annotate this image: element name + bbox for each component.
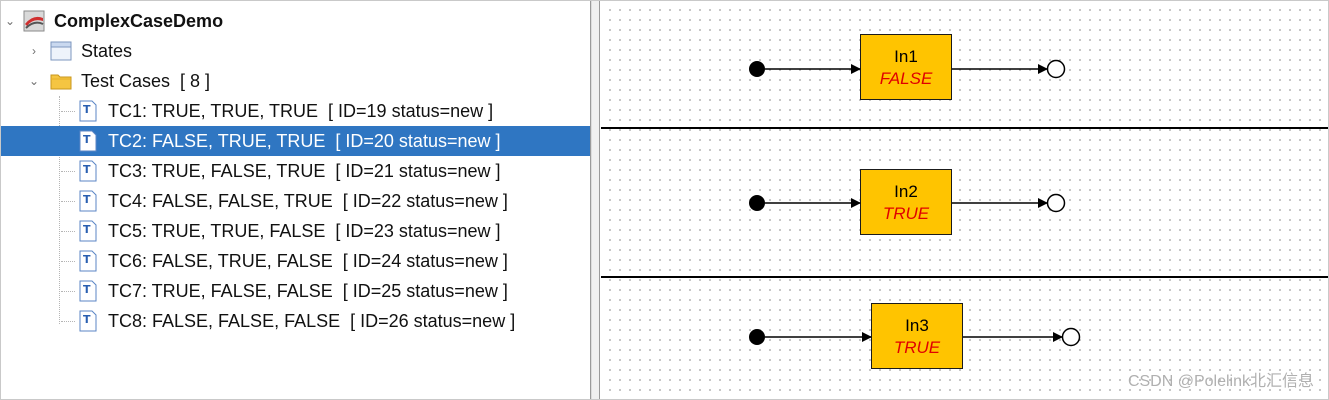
tree-item-label: TC4: FALSE, FALSE, TRUE [ ID=22 status=n… (108, 190, 508, 211)
tree-item-label: TC1: TRUE, TRUE, TRUE [ ID=19 status=new… (108, 100, 494, 121)
block-value: TRUE (882, 204, 930, 223)
tree-item-test-case[interactable]: T TC2: FALSE, TRUE, TRUE [ ID=20 status=… (1, 126, 590, 156)
block-name: In2 (894, 182, 918, 201)
block-value: TRUE (893, 338, 941, 357)
tree-item-test-case[interactable]: T TC7: TRUE, FALSE, FALSE [ ID=25 status… (1, 276, 590, 306)
svg-text:T: T (83, 313, 91, 326)
input-block-in1[interactable]: In1 FALSE (860, 34, 952, 100)
test-case-icon: T (79, 100, 97, 122)
test-case-icon: T (79, 280, 97, 302)
tree-item-label: TC8: FALSE, FALSE, FALSE [ ID=26 status=… (108, 310, 516, 331)
tree-node-states[interactable]: › States (1, 36, 590, 66)
tree-item-test-case[interactable]: T TC6: FALSE, TRUE, FALSE [ ID=24 status… (1, 246, 590, 276)
tree-guide (61, 261, 75, 262)
test-case-icon: T (79, 310, 97, 332)
lane-divider (601, 127, 1328, 129)
input-block-in3[interactable]: In3 TRUE (871, 303, 963, 369)
tree-item-test-case[interactable]: T TC1: TRUE, TRUE, TRUE [ ID=19 status=n… (1, 96, 590, 126)
test-case-icon: T (79, 250, 97, 272)
tree-guide (61, 171, 75, 172)
diagram-canvas[interactable]: In1 FALSE In2 TRUE In3 TRUE (601, 1, 1328, 399)
chevron-right-icon[interactable]: › (32, 44, 36, 58)
svg-text:T: T (83, 253, 91, 266)
tree-guide (61, 111, 75, 112)
tree-item-test-case[interactable]: T TC8: FALSE, FALSE, FALSE [ ID=26 statu… (1, 306, 590, 336)
tree-guide (61, 231, 75, 232)
lane-divider (601, 276, 1328, 278)
svg-text:T: T (83, 283, 91, 296)
tree-guide (61, 291, 75, 292)
test-case-icon: T (79, 130, 97, 152)
test-case-tree[interactable]: ⌄ ComplexCaseDemo › States ⌄ Test (1, 1, 591, 399)
svg-text:T: T (83, 223, 91, 236)
tree-item-label: TC7: TRUE, FALSE, FALSE [ ID=25 status=n… (108, 280, 508, 301)
tree-guide (61, 201, 75, 202)
tree-item-label: TC3: TRUE, FALSE, TRUE [ ID=21 status=ne… (108, 160, 501, 181)
block-name: In3 (905, 316, 929, 335)
test-case-icon: T (79, 160, 97, 182)
tree-item-test-case[interactable]: T TC5: TRUE, TRUE, FALSE [ ID=23 status=… (1, 216, 590, 246)
block-value: FALSE (879, 69, 933, 88)
svg-text:T: T (83, 103, 91, 116)
tree-node-label: ComplexCaseDemo (54, 10, 224, 31)
input-block-in2[interactable]: In2 TRUE (860, 169, 952, 235)
tree-item-label: TC5: TRUE, TRUE, FALSE [ ID=23 status=ne… (108, 220, 501, 241)
tree-guide (59, 96, 60, 324)
tree-node-test-cases[interactable]: ⌄ Test Cases [ 8 ] (1, 66, 590, 96)
test-case-icon: T (79, 220, 97, 242)
watermark: CSDN @Polelink北汇信息 (1127, 373, 1314, 390)
block-name: In1 (894, 47, 918, 66)
tree-guide (61, 321, 75, 322)
tree-item-test-case[interactable]: T TC4: FALSE, FALSE, TRUE [ ID=22 status… (1, 186, 590, 216)
tree-node-label: States (81, 40, 133, 61)
tree-node-root[interactable]: ⌄ ComplexCaseDemo (1, 6, 590, 36)
svg-text:T: T (83, 133, 91, 146)
tree-item-label: TC2: FALSE, TRUE, TRUE [ ID=20 status=ne… (108, 130, 501, 151)
tree-item-label: TC6: FALSE, TRUE, FALSE [ ID=24 status=n… (108, 250, 508, 271)
states-icon (50, 41, 72, 61)
project-icon (23, 10, 45, 32)
panel-splitter[interactable] (591, 1, 600, 399)
chevron-down-icon[interactable]: ⌄ (28, 74, 40, 88)
chevron-down-icon[interactable]: ⌄ (4, 14, 16, 28)
svg-text:T: T (83, 193, 91, 206)
folder-icon (50, 74, 72, 90)
test-case-icon: T (79, 190, 97, 212)
tree-node-label: Test Cases [ 8 ] (81, 70, 211, 91)
svg-text:T: T (83, 163, 91, 176)
tree-item-test-case[interactable]: T TC3: TRUE, FALSE, TRUE [ ID=21 status=… (1, 156, 590, 186)
